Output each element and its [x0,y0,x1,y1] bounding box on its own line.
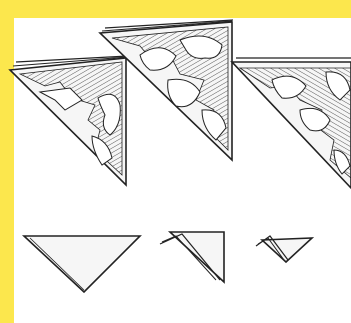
folded-triangle-step-3 [256,236,312,262]
cut-folded-triangle-1 [10,56,128,185]
folded-triangle-step-2 [160,232,224,282]
folded-triangle-step-1 [24,236,140,292]
cut-folded-triangle-3 [232,58,351,188]
